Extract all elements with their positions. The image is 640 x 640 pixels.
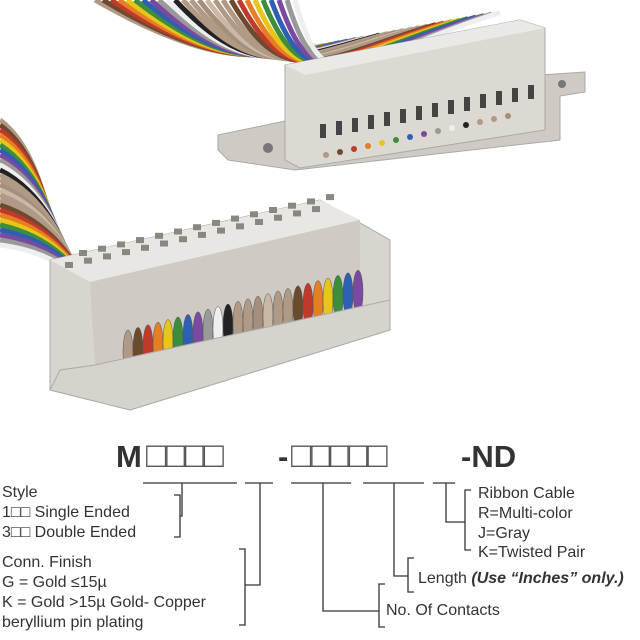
top-connector [217,19,586,171]
contact-hole [65,262,73,268]
connector-slot [368,115,374,129]
wire-end [323,152,329,158]
connector-slot [400,109,406,123]
contact-hole [326,194,334,201]
connector-slot [320,124,326,138]
part-number-prefix: M [116,439,142,474]
connector-slot [464,97,470,111]
connector-slot [448,100,454,114]
connector-slot [496,91,502,105]
finish-option-k-cont: beryllium pin plating [2,614,143,631]
contact-hole [236,223,244,230]
contact-hole [103,253,111,260]
contact-hole [117,241,125,248]
part-number-dash: - [278,439,288,474]
style-option-single: 1□□ Single Ended [2,504,130,521]
wire-end [449,125,455,131]
wire-end [421,131,427,137]
wire-end [393,137,399,143]
contact-hole [288,202,296,209]
contact-hole [307,198,315,205]
length-label: Length (Use “Inches” only.) [418,570,624,587]
wire-end [463,122,469,128]
wire-end [477,119,483,125]
wire-end [365,143,371,149]
contact-hole [269,207,277,213]
contact-hole [179,236,187,243]
finish-title: Conn. Finish [2,554,92,571]
connector-slot [480,94,486,108]
contact-hole [274,214,282,221]
contact-hole [193,224,201,231]
wire-end [351,146,357,152]
cable-option-k: K=Twisted Pair [478,544,586,561]
contact-hole [231,215,239,222]
contact-hole [255,219,263,225]
length-note: (Use “Inches” only.) [471,570,623,587]
contact-hole [136,237,144,244]
connector-slot [432,103,438,117]
contact-hole [217,227,225,234]
bottom-connector [49,194,391,411]
contact-hole [198,231,206,238]
finish-option-g: G = Gold ≤15µ [2,574,107,591]
wire-end [337,149,343,155]
cable-option-j: J=Gray [478,525,530,542]
wire-end [407,134,413,140]
wire-end [491,116,497,122]
contact-hole [293,210,301,217]
length-text: Length [418,570,467,587]
contact-hole [84,257,92,264]
contact-hole [122,249,130,256]
connector-slot [528,85,534,99]
wire-end [435,128,441,134]
contacts-label: No. Of Contacts [386,602,500,619]
contact-hole [155,232,163,239]
contact-hole [212,219,220,226]
cable-option-r: R=Multi-color [478,505,573,522]
contact-hole [79,250,87,256]
part-number-group2: □□□□□ [291,434,388,475]
wire-end [505,113,511,119]
callout-lines [143,482,471,628]
contact-hole [174,228,182,235]
connector-slot [336,121,342,135]
part-number-group1: □□□□ [146,434,224,475]
contact-hole [250,211,258,218]
finish-option-k: K = Gold >15µ Gold- Copper [2,594,207,611]
connector-slot [416,106,422,120]
cable-title: Ribbon Cable [478,485,575,502]
style-option-double: 3□□ Double Ended [2,524,136,541]
style-title: Style [2,484,38,501]
connector-slot [512,88,518,102]
part-number-suffix: -ND [461,439,516,474]
wire-end [379,140,385,146]
connector-slot [384,112,390,126]
contact-hole [141,244,149,251]
contact-hole [312,206,320,213]
contact-hole [98,245,106,252]
connector-slot [352,118,358,132]
contact-hole [160,240,168,247]
